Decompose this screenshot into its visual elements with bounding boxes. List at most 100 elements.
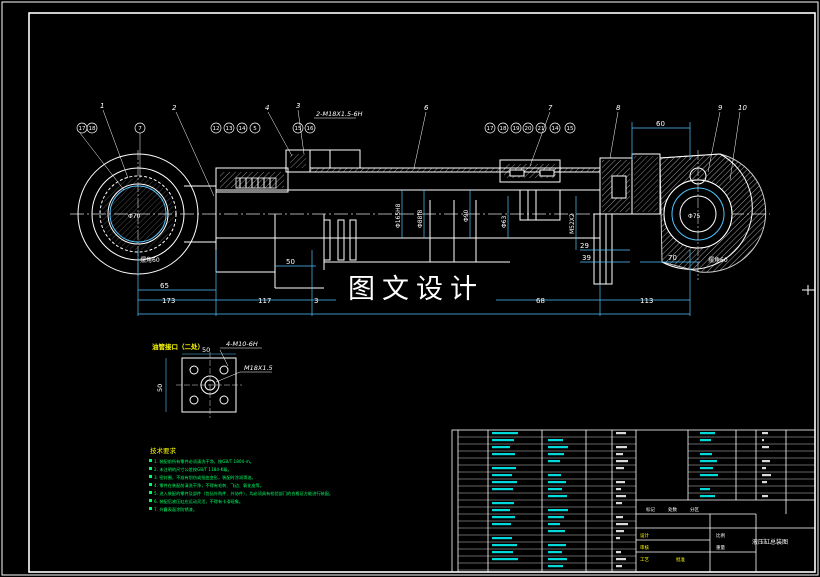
callout-7: 7 (548, 104, 553, 112)
cell-glyphs (492, 509, 510, 512)
dim-vert-2: Φ88f8 (417, 210, 424, 228)
svg-text:12: 12 (213, 126, 220, 132)
svg-text:16: 16 (307, 126, 314, 132)
cell-glyphs (548, 453, 564, 456)
cell-glyphs (762, 474, 771, 477)
port-detail-texts: 油管接口（二处） 4-M10-6H M18X1.5 50 50 (152, 340, 273, 392)
angle-label-left: 摆角60 (140, 256, 160, 264)
cell-glyphs (492, 516, 515, 519)
cell-glyphs (548, 439, 563, 442)
balloon-left-12: 12 (210, 122, 222, 134)
note-line-5: 5. 进入装配的零件及部件（包括外购件、外协件），均必须具有检验部门的合格证方能… (154, 490, 333, 497)
thread-label: 2-M18X1.5-6H (316, 110, 363, 118)
cell-glyphs (616, 565, 622, 568)
dim-3: 3 (314, 297, 318, 305)
port-dim-height: 50 (156, 384, 164, 392)
dim-65: 65 (160, 282, 169, 290)
cell-glyphs (762, 481, 767, 484)
cell-glyphs (492, 544, 517, 547)
cell-glyphs (700, 432, 715, 435)
cell-glyphs (548, 509, 568, 512)
rear-cap (593, 153, 661, 285)
cell-glyphs (616, 446, 627, 449)
cell-glyphs (548, 523, 560, 526)
dim-vert-1: Φ165H8 (395, 203, 402, 228)
balloon-left-17: 17 (76, 122, 88, 134)
cell-glyphs (700, 439, 711, 442)
tb-cell-7: 批准 (676, 556, 685, 563)
technical-notes: 技术要求 1. 装配前所有零件必须清洗干净，按GB/T 1804-m。 2. 未… (150, 446, 333, 513)
cell-glyphs (762, 495, 768, 498)
tb-cell-8: 比例 (716, 532, 725, 539)
cell-glyphs (762, 446, 769, 449)
cylinder-tube (216, 149, 600, 239)
note-bullet (149, 467, 152, 470)
title-block-cell-text (492, 432, 771, 568)
svg-text:5: 5 (253, 126, 257, 132)
port-detail (165, 347, 272, 418)
cell-glyphs (616, 432, 626, 435)
cylinder-assembly (70, 149, 770, 289)
balloon-right-18: 18 (497, 122, 509, 134)
port-thread-4m10: 4-M10-6H (226, 340, 258, 348)
note-line-7: 7. 外露表面涂防锈漆。 (154, 506, 197, 513)
svg-text:18: 18 (500, 126, 507, 132)
cell-glyphs (492, 439, 514, 442)
cell-glyphs (492, 481, 517, 484)
balloon-left-16: 16 (304, 122, 316, 134)
lower-body (215, 200, 510, 289)
port-thread-m18: M18X1.5 (244, 364, 273, 372)
cell-glyphs (616, 502, 622, 505)
dim-vert-5: Φ63 (501, 215, 508, 228)
note-line-3: 3. 密封圈，不准有划伤或扭曲变形，装配时涂润滑油。 (154, 474, 256, 481)
cell-glyphs (548, 481, 566, 484)
balloon-right-19: 19 (510, 122, 522, 134)
dim-60: 60 (656, 120, 665, 128)
cell-glyphs (492, 523, 511, 526)
cell-glyphs (548, 446, 568, 449)
tb-cell-3: 分区 (690, 506, 699, 513)
left-lug (77, 150, 199, 278)
dim-50: 50 (286, 258, 295, 266)
cell-glyphs (548, 551, 562, 554)
svg-text:15: 15 (295, 126, 302, 132)
cell-glyphs (762, 432, 768, 435)
dim-vert-4: M52X2 (569, 213, 576, 234)
balloon-left-14: 14 (236, 122, 248, 134)
balloon-left-5: 5 (249, 122, 261, 134)
cell-glyphs (616, 530, 624, 533)
svg-text:7: 7 (138, 126, 142, 132)
cell-glyphs (548, 488, 562, 491)
callout-4: 4 (265, 104, 269, 112)
tb-cell-9: 重量 (716, 544, 725, 551)
balloon-right-17: 17 (484, 122, 496, 134)
cell-glyphs (492, 474, 512, 477)
cell-glyphs (548, 530, 565, 533)
cell-glyphs (616, 488, 621, 491)
cell-glyphs (762, 467, 766, 470)
dim-phi75: Φ75 (688, 213, 701, 220)
cell-glyphs (548, 495, 567, 498)
port-detail-title: 油管接口（二处） (152, 342, 204, 351)
tb-cell-6: 工艺 (640, 557, 649, 563)
cell-glyphs (548, 460, 560, 463)
callout-8: 8 (616, 104, 621, 112)
callout-1: 1 (100, 102, 104, 110)
balloon-left-13: 13 (223, 122, 235, 134)
note-bullet (149, 507, 152, 510)
note-line-6: 6. 装配后液压缸应运动灵活，不得有卡滞现象。 (154, 498, 243, 505)
notes-bullets (149, 459, 152, 510)
balloon-right-15: 15 (564, 122, 576, 134)
title-block-rows (458, 436, 815, 571)
svg-text:17: 17 (79, 126, 86, 132)
cell-glyphs (762, 460, 770, 463)
angle-label-right: 摆角60 (708, 256, 728, 264)
tb-cell-2: 处数 (668, 506, 677, 513)
front-cap (215, 149, 311, 193)
dim-39: 39 (582, 254, 591, 262)
tb-cell-5: 审核 (640, 544, 649, 551)
cell-glyphs (492, 537, 512, 540)
title-block-texts: 液压缸总装图 标记 处数 分区 设计 审核 工艺 批准 比例 重量 (640, 506, 788, 563)
right-lug (659, 150, 767, 280)
